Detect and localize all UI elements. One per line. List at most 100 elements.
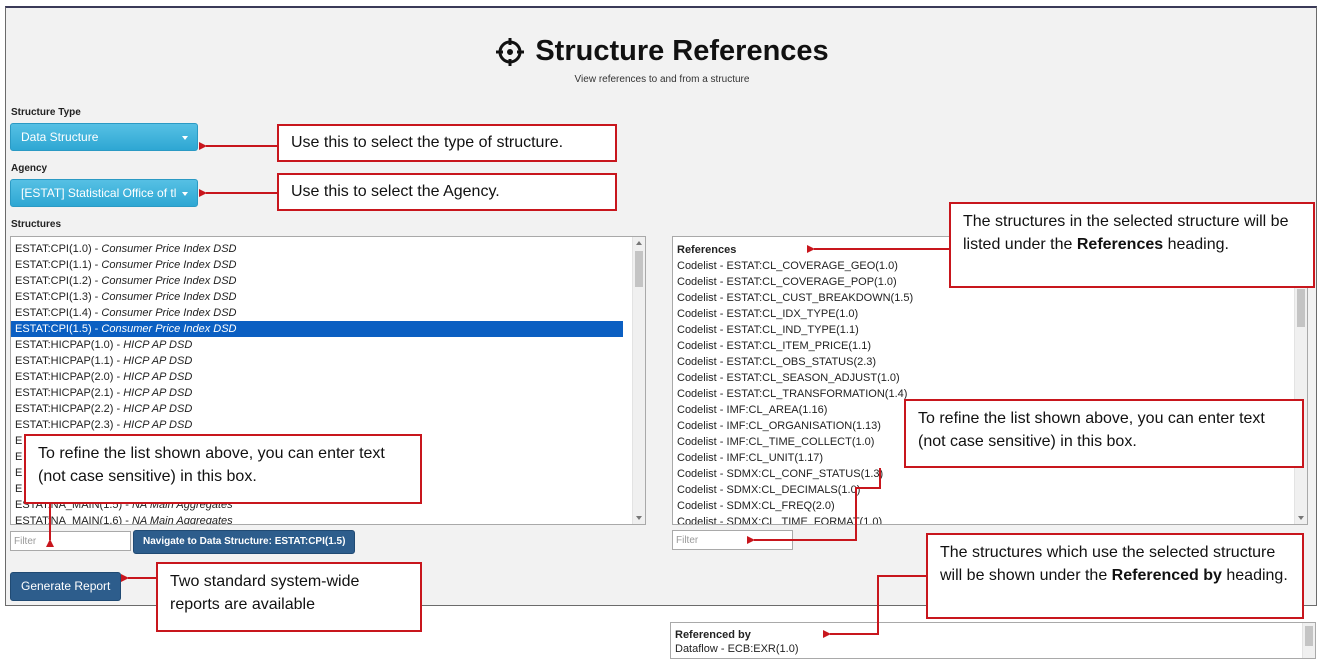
structure-name: Consumer Price Index DSD — [101, 307, 237, 319]
structure-name: Consumer Price Index DSD — [101, 243, 237, 255]
structure-id: ESTAT:HICPAP(1.1) — [15, 355, 114, 367]
structure-separator: - — [91, 259, 102, 271]
referenced-by-rows: Dataflow - ECB:EXR(1.0) — [671, 642, 1315, 656]
structure-name: HICP AP DSD — [123, 403, 193, 415]
referenced-by-scrollbar[interactable] — [1302, 623, 1315, 658]
structure-list-item[interactable]: ESTAT:CPI(1.2) - Consumer Price Index DS… — [11, 273, 645, 289]
callout-filter-right: To refine the list shown above, you can … — [904, 399, 1304, 468]
structure-separator: - — [91, 307, 102, 319]
title-area: Structure References — [6, 35, 1318, 72]
reference-list-item[interactable]: Codelist - SDMX:CL_CONF_STATUS(1.3) — [677, 468, 884, 480]
structure-list-item[interactable]: ESTAT:CPI(1.5) - Consumer Price Index DS… — [11, 321, 623, 337]
callout-references-bold: References — [1076, 236, 1164, 253]
structure-name: HICP AP DSD — [123, 419, 193, 431]
generate-report-button[interactable]: Generate Report — [10, 572, 122, 601]
structure-separator: - — [113, 339, 124, 351]
page-subtitle: View references to and from a structure — [574, 74, 750, 85]
reference-list-item[interactable]: Codelist - ESTAT:CL_OBS_STATUS(2.3) — [677, 356, 877, 368]
structure-name: HICP AP DSD — [123, 355, 193, 367]
structure-id: E — [15, 451, 23, 463]
referenced-by-list-item[interactable]: Dataflow - ECB:EXR(1.0) — [675, 643, 799, 655]
reference-list-item[interactable]: Codelist - SDMX:CL_DECIMALS(1.0) — [677, 484, 861, 496]
structure-separator: - — [113, 355, 124, 367]
structure-name: HICP AP DSD — [123, 387, 193, 399]
structure-list-item[interactable]: ESTAT:CPI(1.4) - Consumer Price Index DS… — [11, 305, 645, 321]
structure-type-dropdown[interactable]: Data Structure — [10, 123, 198, 151]
structures-label: Structures — [11, 219, 62, 230]
structures-scrollbar[interactable] — [632, 237, 645, 524]
caret-down-icon — [182, 136, 188, 140]
structure-id: ESTAT:CPI(1.5) — [15, 323, 92, 335]
structure-list-item[interactable]: E — [11, 433, 645, 449]
structure-name: Consumer Price Index DSD — [101, 291, 237, 303]
structure-list-item[interactable]: E — [11, 481, 645, 497]
reference-list-item[interactable]: Codelist - IMF:CL_TIME_COLLECT(1.0) — [677, 436, 875, 448]
structure-id: E — [15, 435, 23, 447]
callout-referenced-by-bold: Referenced by — [1111, 567, 1222, 584]
structure-id: ESTAT:HICPAP(1.0) — [15, 339, 114, 351]
structure-list-item[interactable]: E — [11, 465, 645, 481]
structure-name: HICP AP DSD — [123, 339, 193, 351]
reference-list-item[interactable]: Codelist - SDMX:CL_FREQ(2.0) — [677, 500, 835, 512]
reference-list-item[interactable]: Codelist - ESTAT:CL_IND_TYPE(1.1) — [677, 324, 859, 336]
structure-list-item[interactable]: ESTAT:HICPAP(2.2) - HICP AP DSD — [11, 401, 645, 417]
reference-list-item[interactable]: Codelist - IMF:CL_ORGANISATION(1.13) — [677, 420, 881, 432]
scroll-thumb[interactable] — [1297, 289, 1305, 327]
page-title: Structure References — [495, 35, 829, 68]
structure-name: HICP AP DSD — [123, 371, 193, 383]
structure-name: Consumer Price Index DSD — [101, 275, 237, 287]
scroll-up-icon[interactable] — [636, 241, 642, 245]
referenced-by-heading: Referenced by — [675, 629, 751, 641]
structure-list-item[interactable]: ESTAT:HICPAP(2.1) - HICP AP DSD — [11, 385, 645, 401]
scroll-down-icon[interactable] — [636, 516, 642, 520]
reference-list-item[interactable]: Codelist - ESTAT:CL_ITEM_PRICE(1.1) — [677, 340, 871, 352]
agency-dropdown[interactable]: [ESTAT] Statistical Office of tl — [10, 179, 198, 207]
caret-down-icon — [182, 192, 188, 196]
structure-separator: - — [113, 371, 124, 383]
reference-list-item[interactable]: Codelist - IMF:CL_AREA(1.16) — [677, 404, 828, 416]
structure-id: ESTAT:HICPAP(2.0) — [15, 371, 114, 383]
structure-id: ESTAT:CPI(1.4) — [15, 307, 92, 319]
agency-value: [ESTAT] Statistical Office of tl — [21, 186, 177, 200]
structure-list-item[interactable]: ESTAT:CPI(1.3) - Consumer Price Index DS… — [11, 289, 645, 305]
reference-list-item[interactable]: Codelist - ESTAT:CL_COVERAGE_POP(1.0) — [677, 276, 897, 288]
callout-references: The structures in the selected structure… — [949, 202, 1315, 288]
structure-list-item[interactable]: ESTAT:HICPAP(2.3) - HICP AP DSD — [11, 417, 645, 433]
references-filter-input[interactable] — [672, 530, 793, 550]
scroll-thumb[interactable] — [1305, 626, 1313, 646]
structure-list-item[interactable]: E — [11, 449, 645, 465]
structure-list-item[interactable]: ESTAT:NA_MAIN(1.6) - NA Main Aggregates — [11, 513, 645, 524]
structure-name: Consumer Price Index DSD — [101, 259, 237, 271]
structure-id: E — [15, 483, 23, 495]
agency-label: Agency — [11, 163, 48, 174]
structure-type-label: Structure Type — [11, 107, 81, 118]
structure-list-item[interactable]: ESTAT:HICPAP(2.0) - HICP AP DSD — [11, 369, 645, 385]
structure-separator: - — [91, 243, 102, 255]
structure-list-item[interactable]: ESTAT:HICPAP(1.0) - HICP AP DSD — [11, 337, 645, 353]
structure-separator: - — [91, 275, 102, 287]
reference-list-item[interactable]: Codelist - ESTAT:CL_SEASON_ADJUST(1.0) — [677, 372, 900, 384]
reference-list-item[interactable]: Codelist - SDMX:CL_TIME_FORMAT(1.0) — [677, 516, 883, 525]
structure-list-item[interactable]: ESTAT:CPI(1.0) - Consumer Price Index DS… — [11, 241, 645, 257]
structure-separator: - — [113, 387, 124, 399]
callout-agency: Use this to select the Agency. — [277, 173, 617, 211]
reference-list-item[interactable]: Codelist - ESTAT:CL_CUST_BREAKDOWN(1.5) — [677, 292, 914, 304]
referenced-by-list[interactable]: Referenced by Dataflow - ECB:EXR(1.0) — [670, 622, 1316, 659]
reference-list-item[interactable]: Codelist - ESTAT:CL_COVERAGE_GEO(1.0) — [677, 260, 898, 272]
reference-list-item[interactable]: Codelist - IMF:CL_UNIT(1.17) — [677, 452, 824, 464]
structure-id: ESTAT:HICPAP(2.2) — [15, 403, 114, 415]
structure-list-item[interactable]: ESTAT:CPI(1.1) - Consumer Price Index DS… — [11, 257, 645, 273]
page-title-text: Structure References — [535, 35, 829, 67]
reference-list-item[interactable]: Codelist - ESTAT:CL_IDX_TYPE(1.0) — [677, 308, 859, 320]
structure-id: E — [15, 467, 23, 479]
scroll-down-icon[interactable] — [1298, 516, 1304, 520]
structure-list-item[interactable]: ESTAT:HICPAP(1.1) - HICP AP DSD — [11, 353, 645, 369]
scroll-thumb[interactable] — [635, 251, 643, 287]
callout-references-tail: heading. — [1163, 236, 1229, 253]
reference-list-item[interactable]: Codelist - ESTAT:CL_TRANSFORMATION(1.4) — [677, 388, 908, 400]
structure-id: ESTAT:HICPAP(2.1) — [15, 387, 114, 399]
callout-referenced-by-text: The structures which use the selected st… — [940, 544, 1276, 584]
navigate-button[interactable]: Navigate to Data Structure: ESTAT:CPI(1.… — [133, 530, 356, 554]
callout-reports: Two standard system-wide reports are ava… — [156, 562, 422, 632]
structures-filter-input[interactable] — [10, 531, 131, 551]
